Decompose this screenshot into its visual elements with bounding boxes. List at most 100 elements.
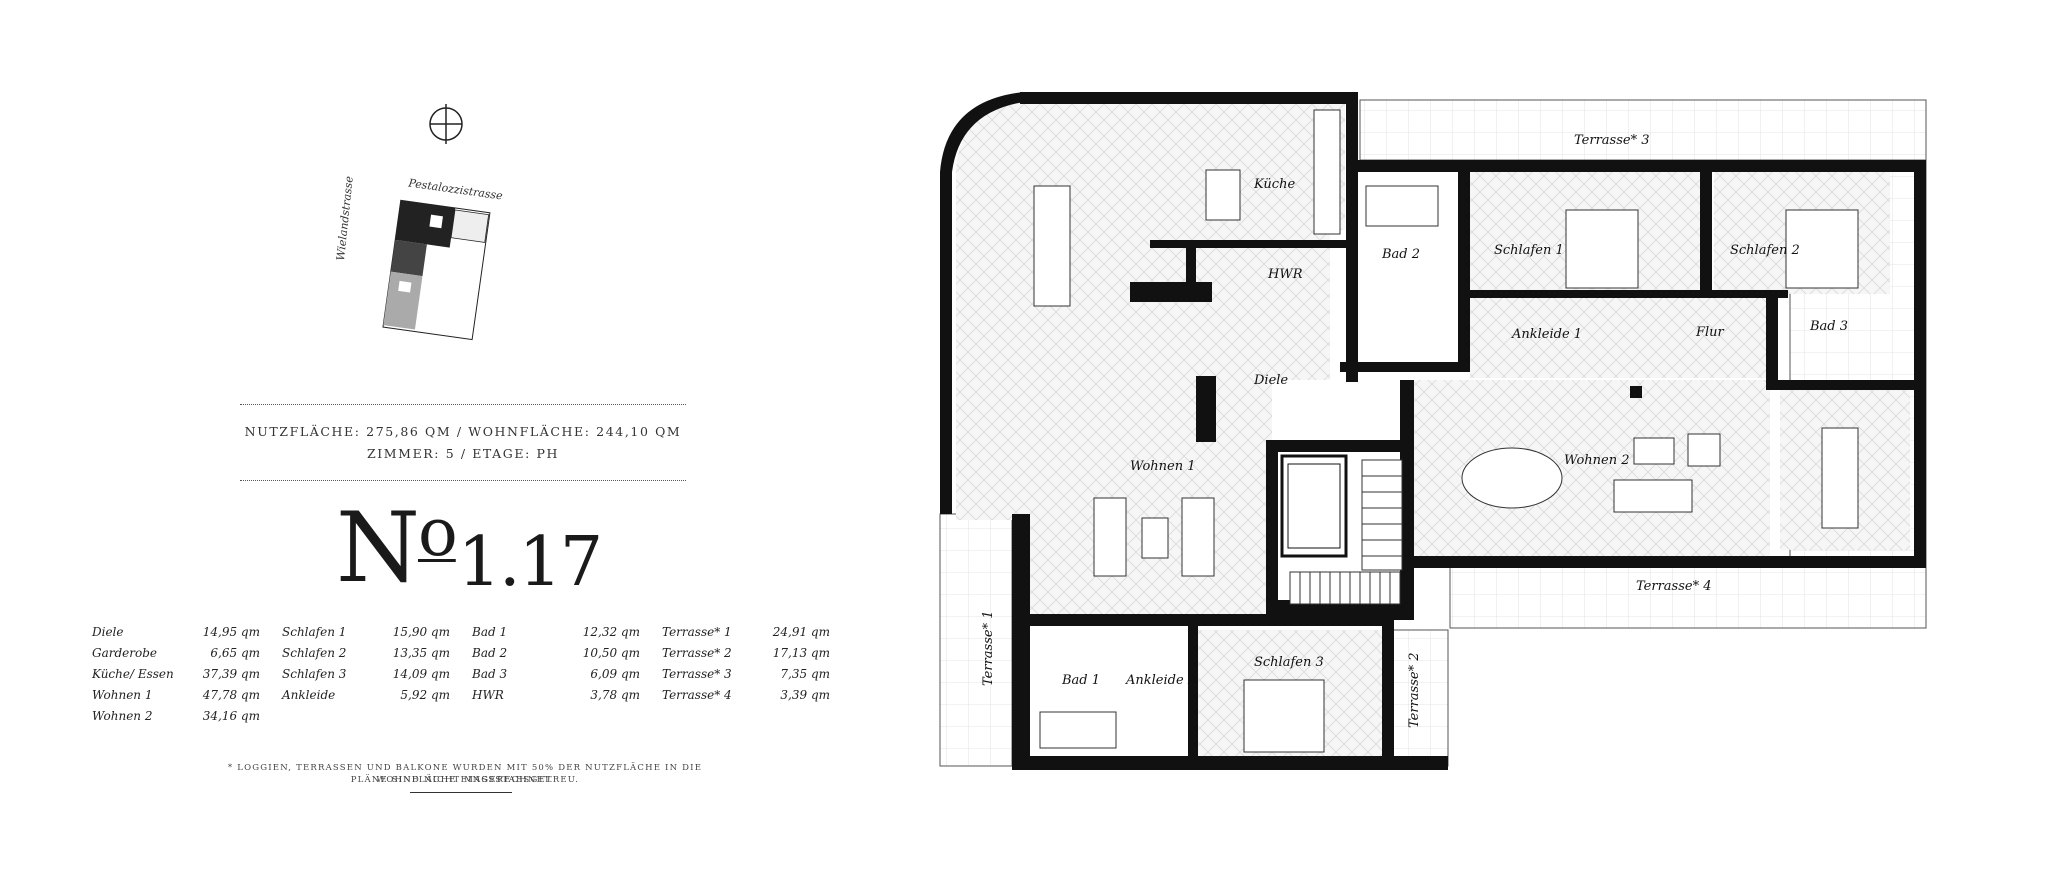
wall-1460: [1458, 172, 1470, 372]
label-terrasse1: Terrasse* 1: [981, 611, 996, 686]
area-row: Schlafen 2 13,35 qm: [282, 643, 450, 664]
area-value: 37,39 qm: [202, 667, 260, 681]
dining-table-1: [1033, 185, 1071, 307]
armchair-2: [1687, 433, 1721, 467]
label-terrasse2: Terrasse* 2: [1407, 653, 1422, 728]
terrace-4-area: [1449, 559, 1927, 629]
area-value: 47,78 qm: [202, 688, 260, 702]
wall-right-1: [1914, 160, 1926, 560]
wall-1270: [1266, 440, 1278, 620]
area-value: 14,95 qm: [202, 625, 260, 639]
site-plan: [382, 199, 491, 341]
column-center: [1196, 376, 1216, 442]
kitchen-island: [1205, 169, 1241, 221]
terrace-1-area: [939, 513, 1013, 767]
divider-top: [240, 404, 686, 405]
label-wohnen2: Wohnen 2: [1564, 453, 1630, 468]
footnote-line-1: * LOGGIEN, TERRASSEN UND BALKONE WURDEN …: [227, 763, 703, 785]
exterior-wall-left-curve: [940, 92, 1024, 514]
kitchen-counter: [1313, 109, 1341, 235]
staircase: [1289, 459, 1403, 605]
label-terrasse4: Terrasse* 4: [1636, 579, 1711, 594]
area-name: Terrasse* 2: [662, 646, 732, 660]
area-value: 13,35 qm: [392, 646, 450, 660]
area-name: Wohnen 1: [92, 688, 153, 702]
summary-line-2: ZIMMER: 5 / ETAGE: PH: [366, 446, 560, 461]
street-label-left: Wielandstrasse: [334, 175, 356, 262]
label-schlafen1: Schlafen 1: [1494, 243, 1564, 258]
area-value: 7,35 qm: [780, 667, 830, 681]
unit-digits: 1.17: [457, 523, 603, 602]
label-bad3: Bad 3: [1809, 319, 1848, 334]
bed-1: [1565, 209, 1639, 289]
area-value: 3,39 qm: [780, 688, 830, 702]
footnote-rule: [410, 792, 512, 793]
north-arrow-icon: [429, 104, 463, 144]
area-value: 34,16 qm: [202, 709, 260, 723]
floor-plan: Küche HWR Bad 2 Schlafen 1 Schlafen 2 An…: [939, 92, 1927, 770]
area-name: Bad 1: [472, 625, 508, 639]
bathtub-2: [1365, 185, 1439, 227]
terrace-3-area: [1359, 99, 1927, 161]
label-ankleide1: Ankleide 1: [1511, 327, 1582, 342]
area-name: Terrasse* 1: [662, 625, 732, 639]
dining-table-2: [1821, 427, 1859, 529]
bed-2: [1785, 209, 1859, 289]
stair-box-right: [1270, 600, 1410, 620]
stair-box-left: [1270, 440, 1400, 452]
label-flur: Flur: [1695, 325, 1725, 340]
divider-bottom: [240, 480, 686, 481]
summary-line-1: NUTZFLÄCHE: 275,86 QM / WOHNFLÄCHE: 244,…: [244, 424, 682, 439]
wall-1770: [1766, 290, 1778, 390]
wall-1352-h: [1340, 362, 1470, 372]
unit-prefix: N: [336, 492, 420, 604]
area-name: Schlafen 3: [282, 667, 347, 681]
label-bad2: Bad 2: [1381, 247, 1420, 262]
sofa-1a: [1093, 497, 1127, 577]
wall-top-right: [1356, 160, 1926, 172]
wall-hwr-top: [1150, 240, 1346, 248]
wall-1460-h: [1458, 290, 1788, 298]
label-terrasse3: Terrasse* 3: [1574, 133, 1649, 148]
label-bad1: Bad 1: [1061, 673, 1100, 688]
area-name: Schlafen 2: [282, 646, 347, 660]
label-hwr: HWR: [1267, 267, 1303, 282]
column-small: [1630, 386, 1642, 398]
wall-bottom: [1012, 756, 1448, 770]
label-diele: Diele: [1253, 373, 1288, 388]
footnote-line-2: PLÄNE SIND NICHT MASSSTABSGETREU.: [350, 775, 580, 785]
area-row: Wohnen 1 47,78 qm: [92, 685, 260, 706]
label-schlafen2: Schlafen 2: [1730, 243, 1800, 258]
unit-number: No1.17: [336, 500, 603, 597]
area-value: 3,78 qm: [590, 688, 640, 702]
coffee-table-1: [1141, 517, 1169, 559]
grand-piano: [1461, 447, 1563, 509]
bed-3: [1243, 679, 1325, 753]
wall-1320-h: [1316, 240, 1356, 248]
wall-lower-a: [1012, 514, 1030, 770]
sofa-1b: [1181, 497, 1215, 577]
table-2: [1633, 437, 1675, 465]
area-value: 15,90 qm: [392, 625, 450, 639]
wall-1780-h: [1776, 380, 1916, 390]
terrace-2-area: [1389, 629, 1449, 767]
wall-top-main: [1020, 92, 1356, 104]
area-name: Bad 3: [472, 667, 508, 681]
wall-1400: [1400, 380, 1414, 620]
